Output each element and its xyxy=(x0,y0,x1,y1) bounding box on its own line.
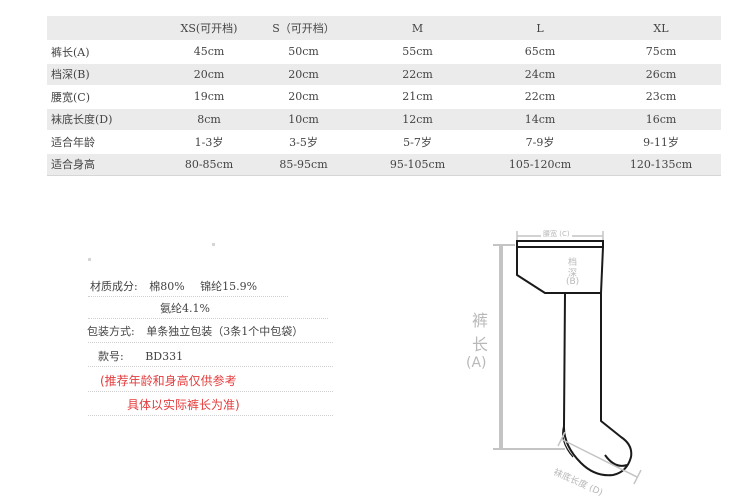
table-row: 适合年龄 1-3岁 3-5岁 5-7岁 7-9岁 9-11岁 xyxy=(47,130,721,153)
table-cell: 95-105cm xyxy=(356,152,479,176)
row-label: 适合身高 xyxy=(47,152,167,176)
table-cell: 20cm xyxy=(251,62,356,86)
table-cell: 3-5岁 xyxy=(251,130,356,153)
table-cell: 14cm xyxy=(479,107,601,131)
model-line: 款号: BD331 xyxy=(98,348,183,364)
recommendation-note-line-2: 具体以实际裤长为准) xyxy=(127,398,240,412)
table-cell: 7-9岁 xyxy=(479,130,601,153)
material-cotton: 棉80% xyxy=(149,280,185,293)
row-label: 档深(B) xyxy=(47,62,167,86)
crotch-depth-label-2: 深 xyxy=(568,269,578,279)
header-cell-m: M xyxy=(356,16,479,41)
row-label: 袜底长度(D) xyxy=(47,107,167,131)
table-cell: 21cm xyxy=(356,85,479,108)
table-cell: 65cm xyxy=(479,40,601,63)
divider xyxy=(88,318,328,319)
table-cell: 22cm xyxy=(356,62,479,86)
divider xyxy=(88,391,333,392)
row-label: 适合年龄 xyxy=(47,130,167,153)
waist-width-label: 腰宽 (C) xyxy=(541,229,572,239)
packaging-line: 包装方式: 单条独立包装（3条1个中包袋） xyxy=(87,323,303,339)
size-table: XS(可开档) S（可开档） M L XL 裤长(A) 45cm 50cm 55… xyxy=(47,16,721,176)
table-cell: 19cm xyxy=(167,85,251,108)
packaging-label: 包装方式: xyxy=(87,325,135,338)
divider xyxy=(88,342,333,343)
tights-size-diagram: 腰宽 (C) 档 深 (B) 裤 长 (A) 袜底长度 (D) xyxy=(455,225,655,500)
header-cell-xs: XS(可开档) xyxy=(167,16,251,41)
divider xyxy=(88,415,333,416)
row-label: 腰宽(C) xyxy=(47,85,167,108)
table-cell: 22cm xyxy=(479,85,601,108)
table-cell: 24cm xyxy=(479,62,601,86)
model-value: BD331 xyxy=(145,350,184,363)
table-cell: 12cm xyxy=(356,107,479,131)
table-row: 档深(B) 20cm 20cm 22cm 24cm 26cm xyxy=(47,62,721,86)
recommendation-note-line-1: (推荐年龄和身高仅供参考 xyxy=(100,374,237,388)
table-cell: 45cm xyxy=(167,40,251,63)
crotch-depth-label-3: (B) xyxy=(566,277,580,287)
material-nylon: 锦纶15.9% xyxy=(200,280,258,293)
table-cell: 20cm xyxy=(251,85,356,108)
table-cell: 9-11岁 xyxy=(601,130,721,153)
table-cell: 8cm xyxy=(167,107,251,131)
table-cell: 120-135cm xyxy=(601,152,721,176)
table-cell: 75cm xyxy=(601,40,721,63)
table-row: 腰宽(C) 19cm 20cm 21cm 22cm 23cm xyxy=(47,85,721,108)
material-label: 材质成分: xyxy=(90,280,138,293)
header-cell xyxy=(47,16,167,41)
packaging-value: 单条独立包装（3条1个中包袋） xyxy=(146,325,304,338)
length-label-3: (A) xyxy=(466,355,487,371)
divider xyxy=(88,366,333,367)
length-label-2: 长 xyxy=(472,335,489,354)
table-cell: 5-7岁 xyxy=(356,130,479,153)
decorative-dot xyxy=(212,243,215,246)
header-cell-xl: XL xyxy=(601,16,721,41)
crotch-depth-label-1: 档 xyxy=(568,258,578,268)
length-label-1: 裤 xyxy=(472,311,489,330)
table-cell: 10cm xyxy=(251,107,356,131)
table-cell: 80-85cm xyxy=(167,152,251,176)
decorative-dot xyxy=(88,258,91,261)
table-cell: 26cm xyxy=(601,62,721,86)
model-label: 款号: xyxy=(98,350,124,363)
material-spandex: 氨纶4.1% xyxy=(160,302,210,315)
size-table-header: XS(可开档) S（可开档） M L XL xyxy=(47,16,721,41)
table-cell: 16cm xyxy=(601,107,721,131)
table-row: 袜底长度(D) 8cm 10cm 12cm 14cm 16cm xyxy=(47,107,721,131)
header-cell-s: S（可开档） xyxy=(251,16,356,41)
table-cell: 1-3岁 xyxy=(167,130,251,153)
material-line: 材质成分: 棉80% 锦纶15.9% xyxy=(90,278,257,294)
table-cell: 85-95cm xyxy=(251,152,356,176)
table-cell: 20cm xyxy=(167,62,251,86)
table-cell: 50cm xyxy=(251,40,356,63)
table-cell: 55cm xyxy=(356,40,479,63)
table-cell: 105-120cm xyxy=(479,152,601,176)
row-label: 裤长(A) xyxy=(47,40,167,63)
table-cell: 23cm xyxy=(601,85,721,108)
table-row: 裤长(A) 45cm 50cm 55cm 65cm 75cm xyxy=(47,40,721,63)
table-row: 适合身高 80-85cm 85-95cm 95-105cm 105-120cm … xyxy=(47,152,721,176)
header-cell-l: L xyxy=(479,16,601,41)
divider xyxy=(88,296,288,297)
